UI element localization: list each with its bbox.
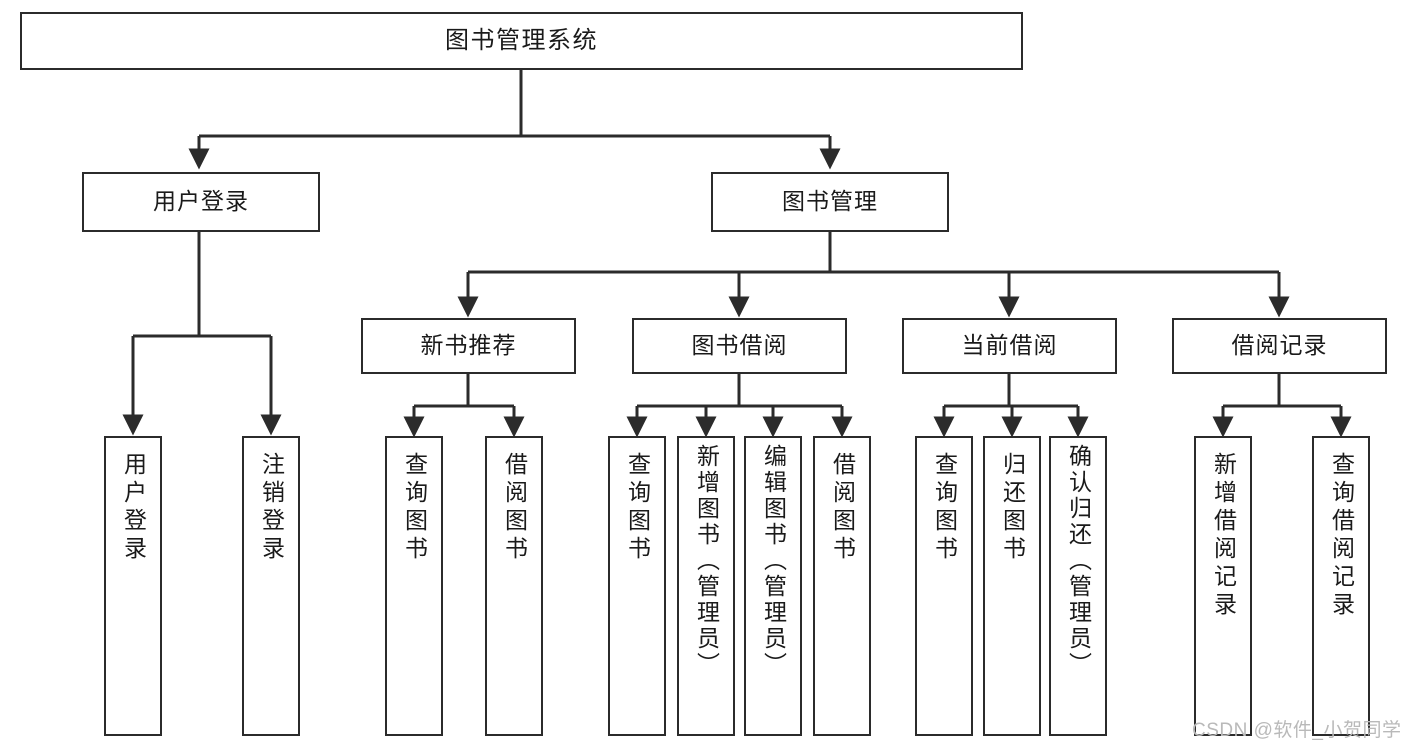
node-user-login[interactable]: 用户登录 xyxy=(82,172,320,232)
leaf-query-record-label: 查询借阅记录 xyxy=(1328,452,1355,620)
watermark: CSDN @软件_小贺同学 xyxy=(1192,720,1402,741)
leaf-query-book-2-label: 查询图书 xyxy=(624,452,651,564)
leaf-edit-book-label: 编辑图书（管理员） xyxy=(760,444,787,678)
leaf-query-book-1-label: 查询图书 xyxy=(401,452,428,564)
node-borrow-record-label: 借阅记录 xyxy=(1231,332,1328,359)
leaf-user-login-label: 用户登录 xyxy=(120,452,147,564)
leaf-add-record-label: 新增借阅记录 xyxy=(1210,452,1237,620)
leaf-borrow-book-2-label: 借阅图书 xyxy=(829,452,856,564)
node-book-borrow[interactable]: 图书借阅 xyxy=(632,318,847,374)
leaf-edit-book[interactable]: 编辑图书（管理员） xyxy=(744,436,802,736)
node-current-borrow-label: 当前借阅 xyxy=(961,332,1058,359)
leaf-borrow-book-2[interactable]: 借阅图书 xyxy=(813,436,871,736)
node-book-manage-label: 图书管理 xyxy=(782,188,878,215)
node-user-login-label: 用户登录 xyxy=(153,188,249,215)
node-root[interactable]: 图书管理系统 xyxy=(20,12,1023,70)
leaf-confirm-return[interactable]: 确认归还（管理员） xyxy=(1049,436,1107,736)
leaf-return-book[interactable]: 归还图书 xyxy=(983,436,1041,736)
leaf-return-book-label: 归还图书 xyxy=(999,452,1026,564)
leaf-query-book-1[interactable]: 查询图书 xyxy=(385,436,443,736)
leaf-add-book-label: 新增图书（管理员） xyxy=(693,444,720,678)
node-root-label: 图书管理系统 xyxy=(445,26,598,54)
leaf-user-logout-label: 注销登录 xyxy=(258,452,285,564)
node-current-borrow[interactable]: 当前借阅 xyxy=(902,318,1117,374)
leaf-query-book-3[interactable]: 查询图书 xyxy=(915,436,973,736)
leaf-confirm-return-label: 确认归还（管理员） xyxy=(1065,444,1092,678)
leaf-borrow-book-1[interactable]: 借阅图书 xyxy=(485,436,543,736)
node-new-book-recommend-label: 新书推荐 xyxy=(420,332,517,359)
leaf-add-record[interactable]: 新增借阅记录 xyxy=(1194,436,1252,736)
leaf-query-record[interactable]: 查询借阅记录 xyxy=(1312,436,1370,736)
node-book-manage[interactable]: 图书管理 xyxy=(711,172,949,232)
leaf-query-book-2[interactable]: 查询图书 xyxy=(608,436,666,736)
node-new-book-recommend[interactable]: 新书推荐 xyxy=(361,318,576,374)
leaf-user-logout[interactable]: 注销登录 xyxy=(242,436,300,736)
node-borrow-record[interactable]: 借阅记录 xyxy=(1172,318,1387,374)
leaf-add-book[interactable]: 新增图书（管理员） xyxy=(677,436,735,736)
leaf-borrow-book-1-label: 借阅图书 xyxy=(501,452,528,564)
node-book-borrow-label: 图书借阅 xyxy=(691,332,788,359)
leaf-user-login[interactable]: 用户登录 xyxy=(104,436,162,736)
leaf-query-book-3-label: 查询图书 xyxy=(931,452,958,564)
